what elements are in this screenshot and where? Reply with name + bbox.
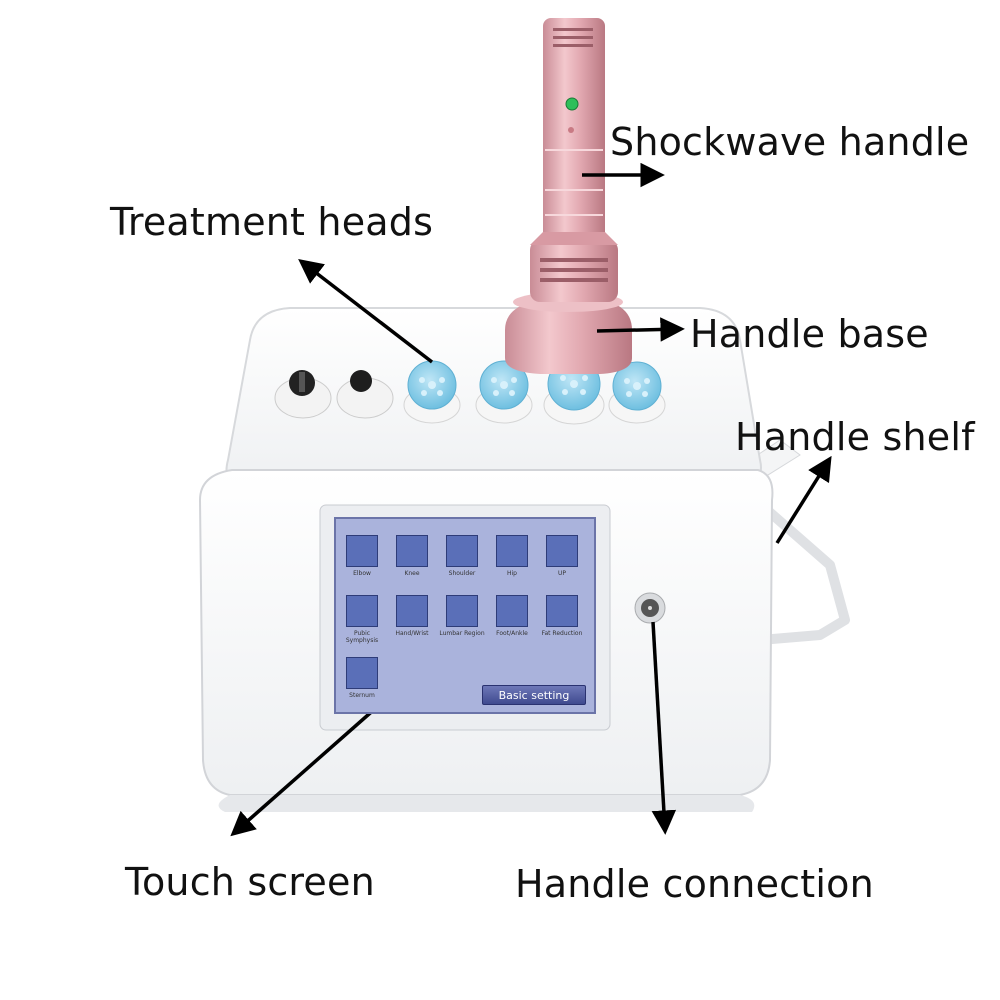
arrow-handle-connection (651, 621, 677, 835)
label-touch-screen: Touch screen (125, 860, 375, 904)
body-part-tile[interactable] (496, 595, 528, 627)
tile-label: Shoulder (448, 570, 476, 577)
label-handle-connection: Handle connection (515, 862, 874, 906)
tile-label: Pubic Symphysis (345, 630, 379, 644)
tile-label: Sternum (349, 692, 375, 699)
tile-label: Fat Reduction (541, 630, 583, 637)
treatment-head-1 (403, 360, 461, 424)
handle-base (505, 292, 632, 374)
body-part-tile[interactable] (346, 595, 378, 627)
control-knob-left (274, 370, 332, 419)
arrow-handle-shelf (775, 455, 832, 544)
treatment-head-2 (475, 360, 533, 424)
tile-label: Knee (404, 570, 420, 577)
tile-label: Hip (507, 570, 517, 577)
arrow-handle-base (596, 317, 685, 342)
label-shockwave-handle: Shockwave handle (610, 120, 970, 164)
handle-connection-port (634, 592, 666, 624)
touch-screen[interactable]: Elbow Knee Shoulder Hip UP Pubic Symphys… (334, 517, 596, 714)
body-part-tile[interactable] (546, 595, 578, 627)
body-part-tile[interactable] (546, 535, 578, 567)
body-part-tile[interactable] (396, 535, 428, 567)
tile-label: UP (557, 570, 566, 577)
arrow-treatment-heads (298, 259, 434, 364)
shockwave-handle (530, 18, 618, 302)
tile-label: Elbow (353, 570, 371, 577)
arrow-touch-screen (230, 705, 379, 837)
basic-setting-button[interactable]: Basic setting (482, 685, 586, 705)
label-handle-base: Handle base (690, 312, 929, 356)
label-handle-shelf: Handle shelf (735, 415, 975, 459)
body-part-tile[interactable] (446, 595, 478, 627)
label-treatment-heads: Treatment heads (110, 200, 434, 244)
body-part-tile[interactable] (496, 535, 528, 567)
treatment-head-4 (608, 361, 666, 424)
control-knob-right (336, 370, 394, 419)
tile-label: Hand/Wrist (395, 630, 429, 637)
body-part-tile[interactable] (346, 535, 378, 567)
body-part-tile[interactable] (446, 535, 478, 567)
body-part-tile[interactable] (396, 595, 428, 627)
tile-label: Lumbar Region (439, 630, 485, 637)
body-part-tile[interactable] (346, 657, 378, 689)
tile-label: Foot/Ankle (496, 630, 528, 637)
